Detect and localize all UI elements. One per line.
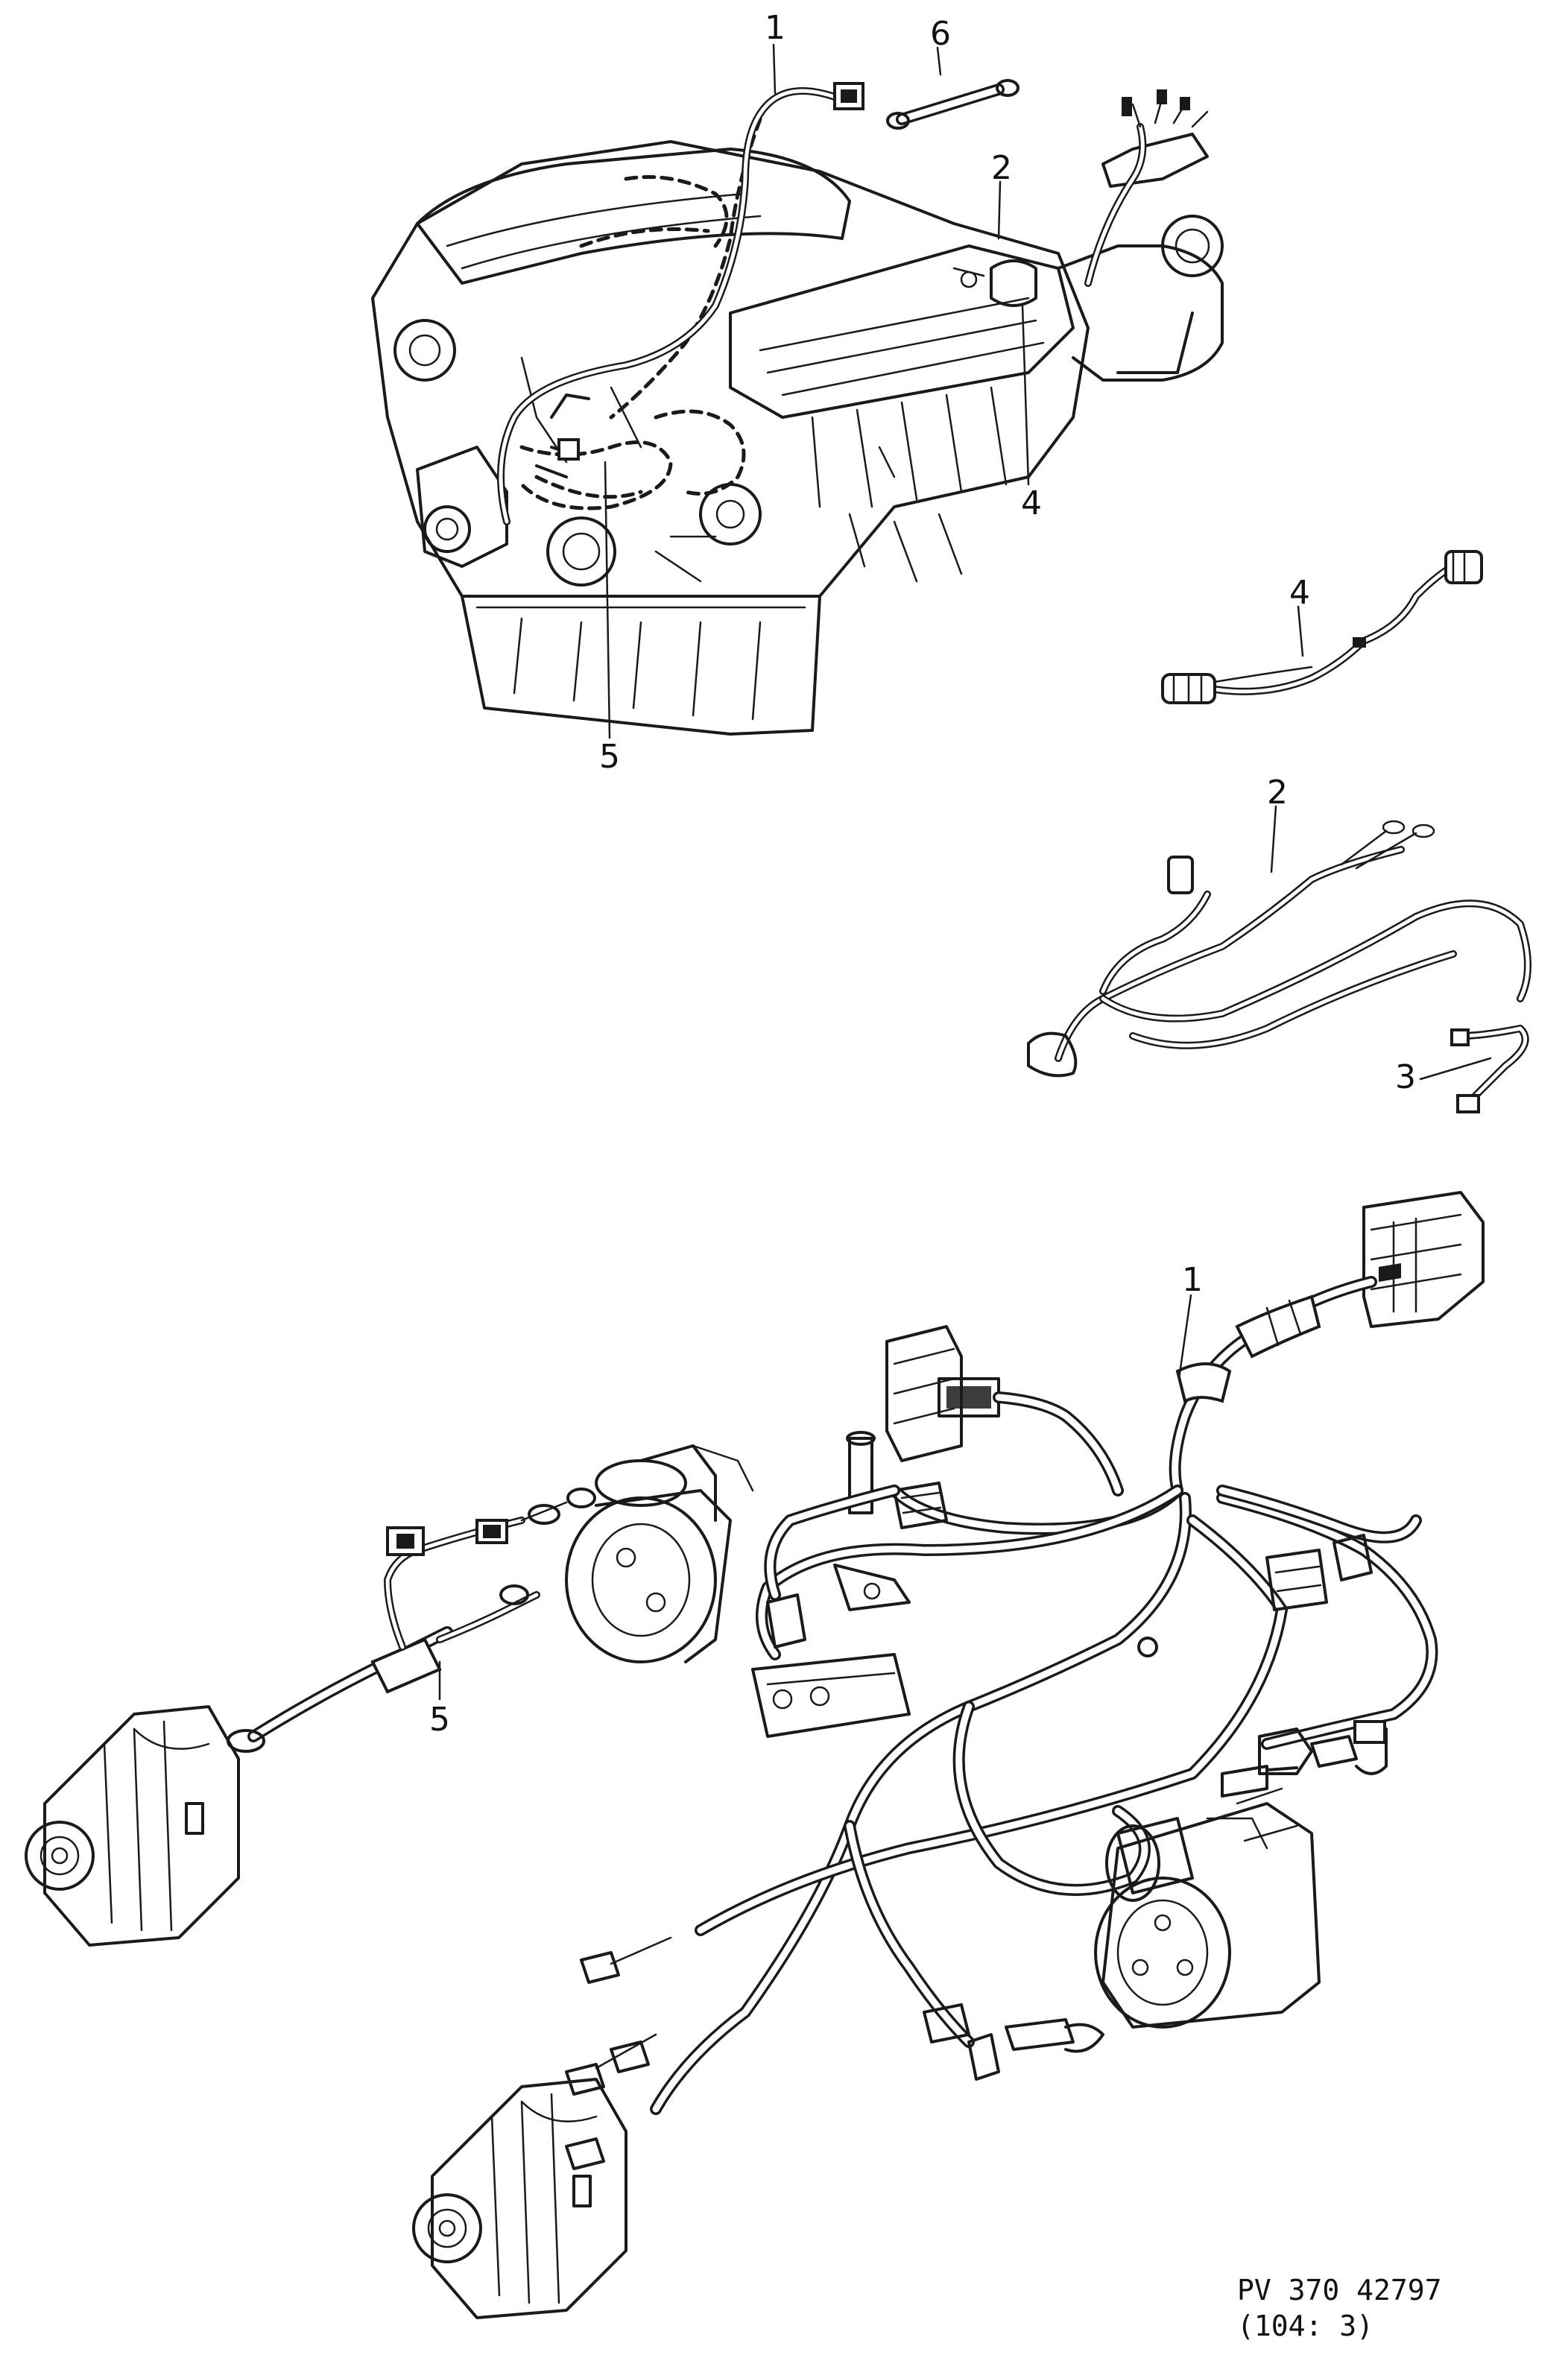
small-harness-parts-2-3 <box>1027 820 1531 1113</box>
alternator-upper <box>25 1705 240 1947</box>
drawing-reference-sheet: (104: 3) <box>1237 2309 1374 2342</box>
drawing-reference-number: PV 370 42797 <box>1237 2274 1442 2307</box>
callout-top-6: 6 <box>930 15 951 53</box>
main-harness <box>650 1276 1438 2115</box>
engine-block-drawing <box>371 140 1224 736</box>
callout-top-2: 2 <box>991 149 1012 187</box>
callout-bottom-5: 5 <box>429 1701 450 1739</box>
callout-top-5: 5 <box>599 738 620 776</box>
relay-block <box>1137 1534 1373 1657</box>
drawing-reference: PV 370 42797 (104: 3) <box>1237 2273 1442 2344</box>
engine-harness-solid <box>497 82 864 525</box>
callout-bottom-1: 1 <box>1182 1261 1203 1299</box>
ground-strap-part-6 <box>886 79 1019 130</box>
terminals-lower <box>565 1936 1104 2170</box>
main-connector <box>1362 1191 1485 1328</box>
callout-leaders <box>438 43 1492 1701</box>
sensor-cable-part-4 <box>1161 550 1483 704</box>
callout-top-4: 4 <box>1021 484 1042 522</box>
alternator-lower <box>412 2078 627 2319</box>
alternator-lead-part-5 <box>227 1488 596 1753</box>
solenoid-left <box>565 1444 754 1663</box>
callout-right-4: 4 <box>1289 574 1310 612</box>
callout-top-1: 1 <box>765 9 785 47</box>
transmission-harness <box>952 89 1209 307</box>
callout-right-2: 2 <box>1267 774 1288 812</box>
starter-motor <box>1094 1787 1321 2029</box>
engine-harness-dashed <box>519 117 762 510</box>
control-unit <box>751 1325 1124 1738</box>
temperature-sender <box>1221 1720 1388 1798</box>
callout-right-3: 3 <box>1395 1058 1416 1096</box>
